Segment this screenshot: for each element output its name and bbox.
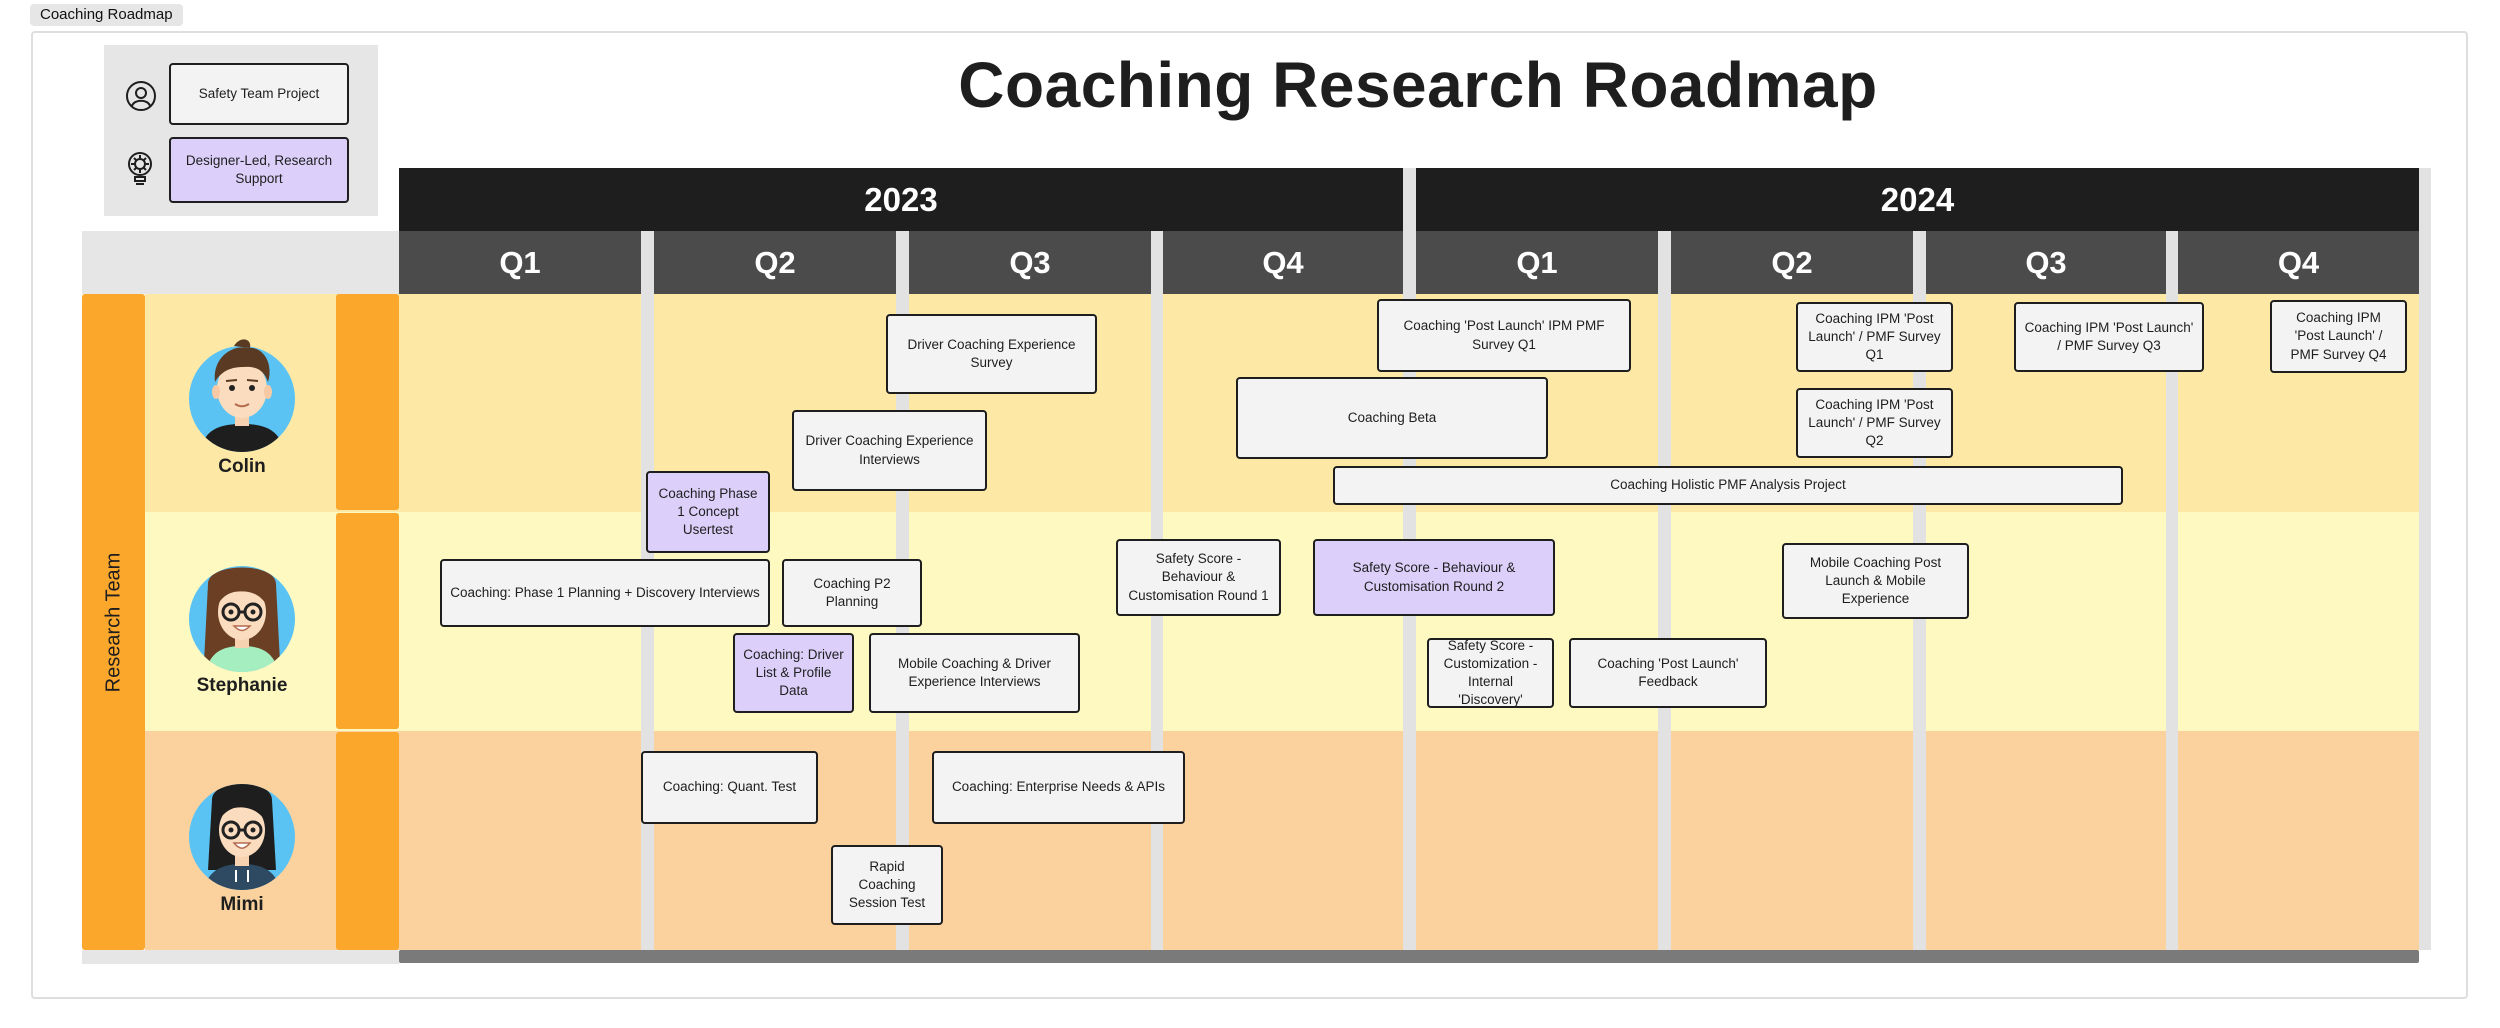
row-mimi <box>145 731 2419 950</box>
task-card[interactable]: Coaching Beta <box>1236 377 1548 459</box>
person-icon <box>125 80 157 112</box>
year-header-2024: 2024 <box>1416 168 2419 231</box>
task-card[interactable]: Coaching Phase 1 Concept Usertest <box>646 471 770 553</box>
task-card[interactable]: Safety Score - Behaviour & Customisation… <box>1116 539 1281 616</box>
task-card[interactable]: Driver Coaching Experience Interviews <box>792 410 987 491</box>
task-card[interactable]: Coaching IPM 'Post Launch' / PMF Survey … <box>1796 388 1953 458</box>
header-corner <box>82 231 399 294</box>
person-name-stephanie: Stephanie <box>196 675 288 696</box>
task-card[interactable]: Coaching IPM 'Post Launch' / PMF Survey … <box>2014 302 2204 372</box>
year-header-2023: 2023 <box>399 168 1403 231</box>
task-card[interactable]: Coaching P2 Planning <box>782 559 922 627</box>
task-card[interactable]: Coaching: Phase 1 Planning + Discovery I… <box>440 559 770 627</box>
quarter-separator <box>2166 231 2178 950</box>
task-card[interactable]: Coaching IPM 'Post Launch' / PMF Survey … <box>2270 300 2407 373</box>
quarter-2024-q3: Q3 <box>1926 231 2166 294</box>
task-card[interactable]: Coaching: Quant. Test <box>641 751 818 824</box>
task-card[interactable]: Coaching Holistic PMF Analysis Project <box>1333 466 2123 505</box>
task-card[interactable]: Coaching 'Post Launch' IPM PMF Survey Q1 <box>1377 299 1631 372</box>
page-title: Coaching Research Roadmap <box>958 49 1878 121</box>
task-card[interactable]: Coaching IPM 'Post Launch' / PMF Survey … <box>1796 302 1953 372</box>
quarter-2023-q2: Q2 <box>654 231 896 294</box>
lane-divider-mimi <box>336 732 399 950</box>
team-label: Research Team <box>102 552 125 692</box>
quarter-2023-q4: Q4 <box>1163 231 1403 294</box>
task-card[interactable]: Coaching 'Post Launch' Feedback <box>1569 638 1767 708</box>
team-label-wrap: Research Team <box>82 294 145 950</box>
quarter-2023-q1: Q1 <box>399 231 641 294</box>
legend-safety-team: Safety Team Project <box>169 63 349 125</box>
task-card[interactable]: Mobile Coaching Post Launch & Mobile Exp… <box>1782 543 1969 619</box>
legend-designer-led: Designer-Led, Research Support <box>169 137 349 203</box>
quarter-2024-q1: Q1 <box>1416 231 1658 294</box>
avatar-mimi <box>186 770 298 890</box>
task-card[interactable]: Safety Score - Behaviour & Customisation… <box>1313 539 1555 616</box>
avatar-stephanie <box>186 552 298 672</box>
right-border <box>2419 168 2431 950</box>
task-card[interactable]: Rapid Coaching Session Test <box>831 845 943 925</box>
board-tab-label[interactable]: Coaching Roadmap <box>30 4 183 26</box>
quarter-2024-q2: Q2 <box>1671 231 1913 294</box>
lightbulb-gear-icon <box>124 149 156 189</box>
task-card[interactable]: Driver Coaching Experience Survey <box>886 314 1097 394</box>
lane-divider-stephanie <box>336 513 399 729</box>
task-card[interactable]: Safety Score - Customization - Internal … <box>1427 638 1554 708</box>
quarter-separator <box>1658 231 1671 950</box>
person-name-mimi: Mimi <box>220 894 264 915</box>
quarter-2023-q3: Q3 <box>909 231 1151 294</box>
lane-divider-colin <box>336 294 399 510</box>
task-card[interactable]: Coaching: Driver List & Profile Data <box>733 633 854 713</box>
task-card[interactable]: Mobile Coaching & Driver Experience Inte… <box>869 633 1080 713</box>
person-name-colin: Colin <box>218 456 266 477</box>
task-card[interactable]: Coaching: Enterprise Needs & APIs <box>932 751 1185 824</box>
team-bottom-bar <box>82 950 399 964</box>
avatar-colin <box>186 332 298 452</box>
timeline-bottom-bar <box>399 950 2419 963</box>
quarter-2024-q4: Q4 <box>2178 231 2419 294</box>
team-column <box>82 294 145 950</box>
